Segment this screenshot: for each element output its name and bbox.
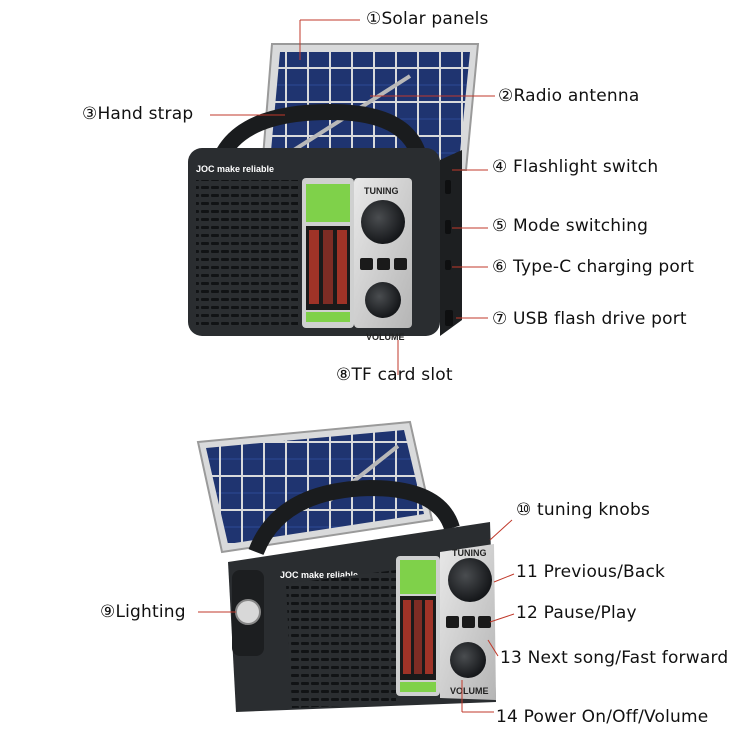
usb-port[interactable] (445, 310, 453, 326)
play-button[interactable] (377, 258, 390, 270)
top-radio: JOC make reliable TUNING VOLUME (188, 43, 480, 342)
display-screen (400, 560, 436, 594)
type-c-port[interactable] (445, 260, 451, 270)
tuning-knob[interactable] (361, 200, 405, 244)
hand-strap (212, 103, 428, 164)
next-button[interactable] (478, 616, 491, 628)
speaker-grille (196, 180, 298, 326)
tuning-label: TUNING (364, 186, 399, 196)
callout-next-song: 13 Next song/Fast forward (500, 648, 729, 668)
tuning-label: TUNING (452, 548, 487, 558)
top-callout-lines (210, 19, 495, 375)
brand-logo: JOC make reliable (196, 164, 274, 174)
next-button[interactable] (394, 258, 407, 270)
hand-strap (248, 479, 460, 556)
callout-tuning-knobs: ⑩ tuning knobs (516, 500, 651, 520)
flashlight-switch[interactable] (445, 180, 451, 194)
callout-flashlight-switch: ④ Flashlight switch (492, 157, 659, 177)
callout-mode-switching: ⑤ Mode switching (492, 216, 649, 236)
bottom-callout-lines (198, 519, 515, 713)
brand-logo: JOC make reliable (280, 570, 358, 580)
callout-tf-card-slot: ⑧TF card slot (336, 365, 453, 385)
callout-lighting: ⑨Lighting (100, 602, 186, 622)
callout-pause-play: 12 Pause/Play (516, 603, 637, 623)
callout-hand-strap: ③Hand strap (82, 104, 194, 124)
lighting-lens (235, 599, 261, 625)
solar-panel (196, 420, 434, 554)
prev-button[interactable] (446, 616, 459, 628)
bottom-radio: JOC make reliable TUNING VOLUME (196, 420, 496, 712)
band-markers (403, 600, 433, 674)
callout-radio-antenna: ②Radio antenna (498, 86, 640, 106)
speaker-grille (286, 570, 396, 708)
band-markers (309, 230, 347, 304)
volume-knob[interactable] (365, 282, 401, 318)
callout-power-volume: 14 Power On/Off/Volume (496, 707, 709, 727)
mode-switch[interactable] (445, 220, 451, 234)
callout-solar-panels: ①Solar panels (366, 9, 489, 29)
callout-previous-back: 11 Previous/Back (516, 562, 666, 582)
volume-label: VOLUME (450, 686, 489, 696)
volume-knob[interactable] (450, 642, 486, 678)
tuning-knob[interactable] (448, 558, 492, 602)
callout-type-c-port: ⑥ Type-C charging port (492, 257, 695, 277)
volume-label: VOLUME (366, 332, 405, 342)
play-button[interactable] (462, 616, 475, 628)
prev-button[interactable] (360, 258, 373, 270)
callout-usb-port: ⑦ USB flash drive port (492, 309, 687, 329)
display-screen (306, 184, 350, 222)
